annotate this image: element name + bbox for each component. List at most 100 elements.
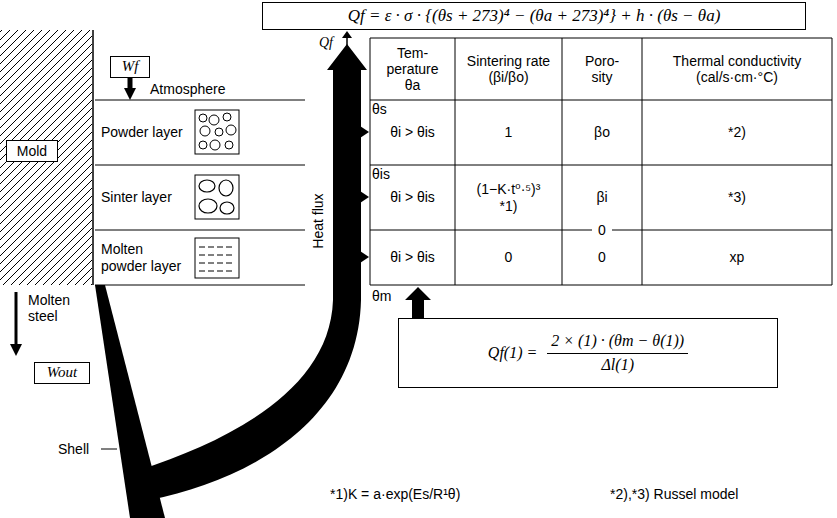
table-header: Sintering rate (βi/βo) [455,38,562,100]
node-text: Qf = ε · σ · {(θs + 273)⁴ − (θa + 273)⁴}… [348,6,721,26]
table-line [832,38,833,285]
table-line [370,285,832,286]
layer-band: Powder layer [95,100,305,165]
grain [210,140,220,150]
grain [215,128,223,136]
layer-line [95,230,305,231]
flow-box: Wout [34,362,90,384]
region-label: Atmosphere [150,80,240,98]
grain [219,180,233,196]
molten-icon [195,238,239,278]
formula-part: 2 × (1) · (θm − θ(1)) [547,332,688,353]
layer-lines [95,100,305,285]
node-text: Wf [122,58,139,75]
qf-arrow-head [342,31,352,38]
sinter-grains [199,180,234,214]
table-cell: 0 [562,230,642,285]
table-line [370,38,371,285]
dash-line [199,263,235,264]
formula-part: Δl(1) [547,354,688,374]
grain [199,180,215,192]
mold-face [92,30,94,285]
table-cell: βi [562,165,642,230]
input-flux-arrow [405,287,431,318]
layer-band: Molten powder layer [95,230,305,285]
table-cell: xp [642,230,832,285]
table-header: Thermal conductivity (cal/s·cm·°C) [642,38,832,100]
boundary-value: 0 [592,222,612,238]
dash-line [199,247,235,248]
grain [209,115,219,125]
table-cell: θi > θis [370,165,455,230]
dash-line [199,271,235,272]
grain [200,126,210,136]
boundary-temperature: θm [372,288,400,304]
table-line [370,100,832,101]
table-line [562,38,563,285]
table-cell: θi > θis [370,230,455,285]
table-line [455,38,456,285]
table-header: Tem- perature θa [370,38,455,100]
grain [220,202,234,214]
formula-part: Qf(1) = [488,344,537,362]
table-grid [370,38,832,285]
flux-label: Qf [316,34,336,52]
layer-line [95,165,305,166]
formula-box: Qf = ε · σ · {(θs + 273)⁴ − (θa + 273)⁴}… [262,2,806,30]
grain [225,141,233,149]
table-cell: *3) [642,165,832,230]
table-cell: *2) [642,100,832,165]
footnote: *1)K = a·exp(Es/R¹θ) [330,484,580,504]
part-box: Mold [6,140,58,162]
mold-wall [0,30,92,285]
sinter-icon [195,175,239,219]
steel-flow-head [10,344,22,356]
node-text: Sinter layer [101,189,185,205]
powder-icon [195,110,239,154]
molten-dashes [199,247,235,271]
table-cell: θi > θis [370,100,455,165]
footnote: *2),*3) Russel model [610,484,820,504]
node-text: Molten powder layer [101,241,185,273]
flow-arrow [128,78,133,88]
layer-band: Sinter layer [95,165,305,230]
table-cell: 1 [455,100,562,165]
icon-frame [195,238,239,278]
flux-label: Heat flux [309,191,327,251]
icon-frame [195,175,239,219]
row-flux-arrow [360,126,369,138]
part-label: Molten steel [28,290,94,326]
layer-line [95,100,305,101]
table-header: Poro- sity [562,38,642,100]
table-line [370,38,832,39]
boundary-temperature: θs [372,101,398,117]
powder-grains [199,113,236,150]
layer-line [95,285,305,286]
boundary-temperature: θis [372,166,402,182]
formula-box: Qf(1) = 2 × (1) · (θm − θ(1))Δl(1) [398,318,778,388]
flow-box: Wf [110,56,150,78]
shell-leader [101,449,117,450]
part-label: Shell [58,440,98,458]
row-flux-arrow [360,191,369,203]
node-text: Powder layer [101,124,185,140]
dash-line [199,255,235,256]
node-text: Mold [17,143,47,159]
grain [223,113,231,121]
table-line [370,165,832,166]
grain [199,114,207,122]
table-line [642,38,643,285]
steel-flow-shaft [15,292,18,346]
icon-frame [195,110,239,154]
qf-arrow-shaft [346,37,348,46]
table-cell: (1−K·t⁰·⁵)³ *1) [455,165,562,230]
grain [199,199,217,213]
table-cell: βo [562,100,642,165]
node-text: Wout [47,364,77,381]
table-cell: 0 [455,230,562,285]
grain [226,125,236,135]
grain [199,141,207,149]
row-flux-arrow [360,251,369,263]
